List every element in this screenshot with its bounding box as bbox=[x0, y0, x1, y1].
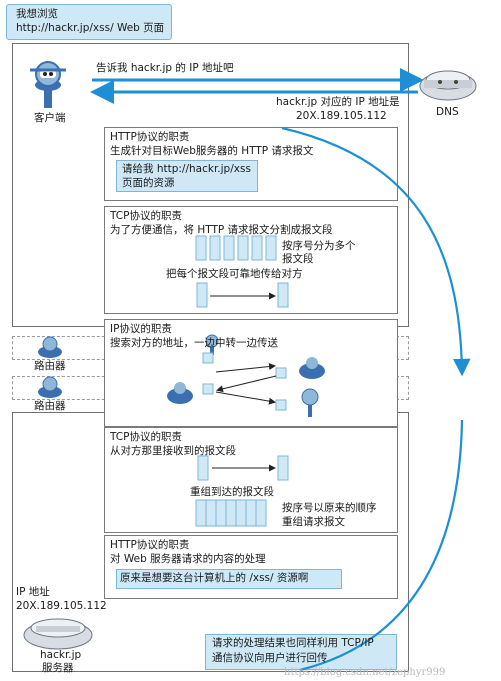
client-robot-icon bbox=[30, 61, 66, 108]
tcp-seq-line-1: 按序号分为多个 bbox=[282, 240, 356, 252]
ip-packet-3 bbox=[202, 383, 214, 395]
tcp-client-title: TCP协议的职责 bbox=[110, 210, 182, 222]
http-request-line-1: 请给我 http://hackr.jp/xss bbox=[122, 163, 251, 175]
ip-client-robot-icon bbox=[205, 334, 219, 355]
tcp-reassembled-segments bbox=[195, 499, 267, 527]
ip-hop-arrow-1 bbox=[215, 363, 276, 373]
server-name-1: hackr.jp bbox=[40, 649, 82, 661]
ip-packet-2 bbox=[275, 367, 287, 379]
tcp-server-out-segment bbox=[277, 455, 289, 481]
http-request-message bbox=[116, 160, 258, 192]
tcp-send-segment bbox=[196, 282, 208, 308]
tcp-server-desc: 从对方那里接收到的报文段 bbox=[110, 445, 236, 457]
speech-line-1: 我想浏览 bbox=[16, 8, 58, 20]
tcp-server-in-segment bbox=[197, 455, 209, 481]
hackr-server-icon bbox=[23, 618, 93, 650]
ip-packet-4 bbox=[275, 399, 287, 411]
http-client-desc: 生成针对目标Web服务器的 HTTP 请求报文 bbox=[110, 145, 314, 157]
http-client-title: HTTP协议的职责 bbox=[110, 131, 190, 143]
ip-box bbox=[104, 319, 398, 427]
dns-label: DNS bbox=[436, 106, 459, 118]
router-label-2: 路由器 bbox=[34, 400, 66, 412]
tcp-segments-split bbox=[195, 235, 277, 261]
http-request-line-2: 页面的资源 bbox=[122, 177, 175, 189]
flow-arrow bbox=[281, 126, 471, 377]
server-ip-label: IP 地址 bbox=[16, 586, 50, 598]
tcp-reorder-line-2: 重组请求报文 bbox=[282, 516, 345, 528]
tcp-server-title: TCP协议的职责 bbox=[110, 431, 182, 443]
server-name-2: 服务器 bbox=[42, 662, 74, 674]
router-label-1: 路由器 bbox=[34, 360, 66, 372]
ip-desc: 搜索对方的地址，一边中转一边传送 bbox=[110, 337, 278, 349]
tcp-recv-segment bbox=[277, 282, 289, 308]
ip-hop-arrow-2 bbox=[216, 375, 277, 393]
server-note-1: 请求的处理结果也同样利用 TCP/IP bbox=[212, 637, 374, 649]
ip-hop-arrow-3 bbox=[215, 391, 276, 405]
speech-line-2: http://hackr.jp/xss/ Web 页面 bbox=[16, 22, 165, 34]
http-result-label: 原来是想要这台计算机上的 /xss/ 资源啊 bbox=[120, 572, 309, 584]
return-arrow bbox=[299, 419, 464, 672]
tcp-reassembled-label: 重组到达的报文段 bbox=[190, 486, 274, 498]
dns-request-label: 告诉我 hackr.jp 的 IP 地址吧 bbox=[96, 62, 234, 74]
ip-router-icon-b bbox=[299, 357, 325, 379]
dns-server-icon bbox=[419, 70, 477, 101]
ip-router-icon-c bbox=[301, 388, 319, 417]
dns-reply-label-1: hackr.jp 对应的 IP 地址是 bbox=[276, 96, 400, 108]
client-label: 客户端 bbox=[34, 112, 66, 124]
http-server-desc: 对 Web 服务器请求的内容的处理 bbox=[110, 553, 266, 565]
server-note-2: 通信协议向用户进行回传 bbox=[212, 652, 328, 664]
server-note-box bbox=[205, 634, 397, 670]
watermark: https://blog.csdn.net/zephyr999 bbox=[284, 667, 446, 678]
tcp-reliable-label: 把每个报文段可靠地传给对方 bbox=[166, 268, 303, 280]
router-icon-1 bbox=[38, 336, 62, 358]
dns-reply-label-2: 20X.189.105.112 bbox=[296, 110, 387, 122]
ip-packet-1 bbox=[202, 352, 214, 364]
tcp-seq-line-2: 报文段 bbox=[282, 253, 314, 265]
ip-router-icon-a bbox=[167, 382, 193, 404]
client-speech-bubble bbox=[6, 4, 172, 40]
server-ip-value: 20X.189.105.112 bbox=[16, 600, 107, 612]
http-server-title: HTTP协议的职责 bbox=[110, 539, 190, 551]
router-icon-2 bbox=[38, 376, 62, 398]
ip-title: IP协议的职责 bbox=[110, 323, 172, 335]
tcp-client-desc: 为了方便通信，将 HTTP 请求报文分割成报文段 bbox=[110, 224, 333, 236]
http-result-message bbox=[116, 569, 342, 589]
tcp-reorder-line-1: 按序号以原来的顺序 bbox=[282, 502, 377, 514]
